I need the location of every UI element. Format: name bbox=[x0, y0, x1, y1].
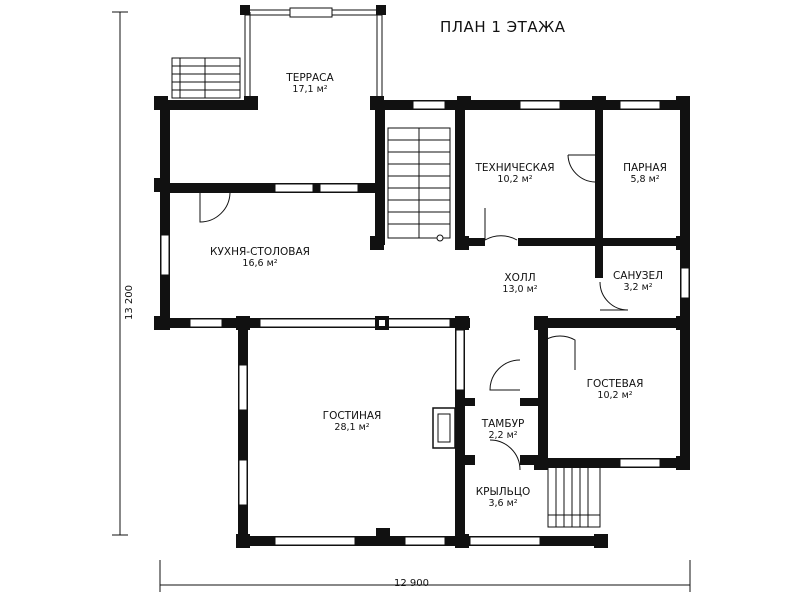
room-name: ХОЛЛ bbox=[504, 272, 536, 284]
height-dimension: 13 200 bbox=[124, 285, 135, 320]
room-name: ПАРНАЯ bbox=[623, 162, 667, 174]
terrace-post bbox=[240, 5, 250, 15]
room-hall: ХОЛЛ 13,0 м² bbox=[502, 272, 537, 296]
room-area: 5,8 м² bbox=[630, 174, 660, 185]
room-name: САНУЗЕЛ bbox=[612, 270, 664, 282]
room-name: КРЫЛЬЦО bbox=[475, 486, 531, 498]
room-name: ТЕХНИЧЕСКАЯ bbox=[475, 162, 555, 174]
porch-stairs bbox=[547, 464, 601, 528]
terrace-post bbox=[376, 5, 386, 15]
plan-title: ПЛАН 1 ЭТАЖА bbox=[440, 18, 566, 36]
room-guest: ГОСТЕВАЯ 10,2 м² bbox=[587, 378, 644, 402]
room-bathroom: САНУЗЕЛ 3,2 м² bbox=[613, 270, 663, 294]
room-name: ГОСТЕВАЯ bbox=[586, 378, 644, 390]
windows bbox=[160, 100, 690, 546]
room-name: КУХНЯ-СТОЛОВАЯ bbox=[210, 246, 310, 258]
room-name: ГОСТИНАЯ bbox=[322, 410, 382, 422]
room-porch: КРЫЛЬЦО 3,6 м² bbox=[476, 486, 531, 510]
room-technical: ТЕХНИЧЕСКАЯ 10,2 м² bbox=[475, 162, 554, 186]
terrace-stairs bbox=[171, 57, 241, 99]
room-living: ГОСТИНАЯ 28,1 м² bbox=[323, 410, 382, 434]
room-area: 10,2 м² bbox=[597, 390, 633, 401]
room-area: 2,2 м² bbox=[488, 430, 518, 441]
width-dimension: 12 900 bbox=[394, 578, 429, 589]
room-area: 10,2 м² bbox=[497, 174, 533, 185]
room-terrace: ТЕРРАСА 17,1 м² bbox=[286, 72, 333, 96]
room-name: ТЕРРАСА bbox=[286, 72, 334, 84]
room-vestibule: ТАМБУР 2,2 м² bbox=[482, 418, 525, 442]
room-area: 17,1 м² bbox=[292, 84, 328, 95]
terrace-railing bbox=[244, 7, 383, 100]
room-area: 28,1 м² bbox=[334, 422, 370, 433]
room-area: 3,6 м² bbox=[488, 498, 518, 509]
room-name: ТАМБУР bbox=[481, 418, 525, 430]
stove-inner bbox=[437, 413, 451, 443]
room-steam: ПАРНАЯ 5,8 м² bbox=[623, 162, 667, 186]
room-kitchen: КУХНЯ-СТОЛОВАЯ 16,6 м² bbox=[210, 246, 310, 270]
door-swings bbox=[199, 154, 629, 471]
room-area: 13,0 м² bbox=[502, 284, 538, 295]
internal-stairs bbox=[387, 127, 451, 242]
dimension-lines bbox=[112, 11, 691, 592]
room-area: 16,6 м² bbox=[242, 258, 278, 269]
room-area: 3,2 м² bbox=[623, 282, 653, 293]
log-corners bbox=[154, 96, 690, 548]
